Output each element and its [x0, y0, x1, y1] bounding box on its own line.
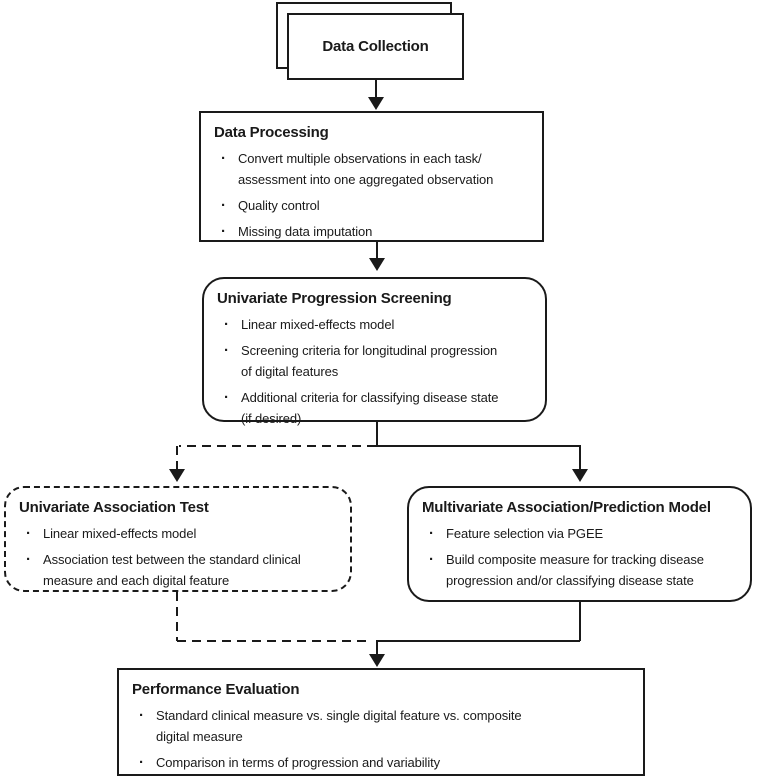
bullet-dot: · [221, 223, 226, 240]
data-processing-box: Data Processing · Convert multiple obser… [199, 111, 544, 242]
node-title: Data Collection [322, 38, 429, 55]
bullet-dot: · [224, 316, 229, 333]
merge-to-performance-connector [176, 592, 581, 667]
list-item: · Quality control [221, 197, 320, 214]
data-collection-box: Data Collection [287, 13, 464, 80]
bullet-list: · Linear mixed-effects model · Screening… [204, 309, 545, 429]
arrow-down-icon [572, 469, 588, 482]
list-item: · Screening criteria for longitudinal pr… [224, 342, 498, 379]
list-item: · Association test between the standard … [26, 551, 301, 588]
bullet-dot: · [221, 197, 226, 214]
bullet-list: · Convert multiple observations in each … [201, 143, 542, 242]
node-title: Univariate Progression Screening [217, 290, 452, 307]
node-title: Data Processing [214, 124, 329, 141]
list-item: · Linear mixed-effects model [26, 525, 197, 542]
bullet-dot: · [139, 754, 144, 771]
list-item: · Build composite measure for tracking d… [429, 551, 704, 588]
list-item: · Standard clinical measure vs. single d… [139, 707, 522, 744]
list-item: · Linear mixed-effects model [224, 316, 395, 333]
list-item: · Convert multiple observations in each … [221, 150, 494, 187]
bullet-dot: · [26, 551, 31, 568]
bullet-dot: · [429, 525, 434, 542]
bullet-dot: · [224, 342, 229, 359]
bullet-dot: · [429, 551, 434, 568]
arrow-down-icon [369, 654, 385, 667]
list-item: · Comparison in terms of progression and… [139, 754, 441, 771]
bullet-list: · Linear mixed-effects model · Associati… [6, 518, 350, 591]
bullet-dot: · [26, 525, 31, 542]
bullet-list: · Standard clinical measure vs. single d… [119, 700, 643, 773]
bullet-dot: · [139, 707, 144, 724]
arrow-processing-to-screening [369, 242, 385, 271]
arrow-down-icon [169, 469, 185, 482]
arrow-collection-to-processing [368, 80, 384, 110]
node-title: Performance Evaluation [132, 681, 300, 698]
univariate-progression-screening-box: Univariate Progression Screening · Linea… [202, 277, 547, 426]
list-item: · Additional criteria for classifying di… [224, 389, 499, 426]
list-item: · Feature selection via PGEE [429, 525, 604, 542]
bullet-dot: · [224, 389, 229, 406]
univariate-association-test-box: Univariate Association Test · Linear mix… [4, 486, 352, 592]
multivariate-association-prediction-model-box: Multivariate Association/Prediction Mode… [407, 486, 752, 602]
performance-evaluation-box: Performance Evaluation · Standard clinic… [117, 668, 645, 776]
node-title: Univariate Association Test [19, 499, 209, 516]
screening-branch-connector [169, 422, 588, 482]
list-item: · Missing data imputation [221, 223, 373, 240]
bullet-dot: · [221, 150, 226, 167]
node-title: Multivariate Association/Prediction Mode… [422, 499, 711, 516]
bullet-list: · Feature selection via PGEE · Build com… [409, 518, 750, 591]
